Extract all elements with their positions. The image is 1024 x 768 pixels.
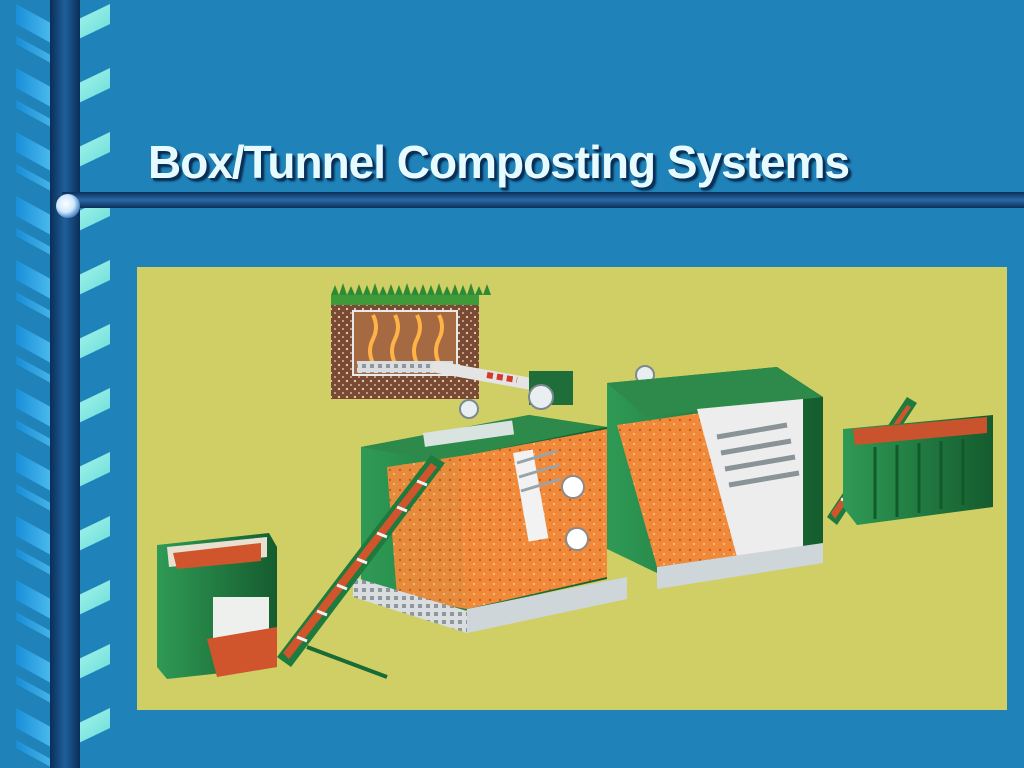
divider-knob — [56, 194, 80, 218]
ribbon-spine-decoration — [0, 0, 112, 768]
composting-system-illustration — [137, 267, 1007, 710]
container-icon — [843, 415, 993, 525]
title-divider — [56, 192, 1024, 218]
composting-tunnel-two — [607, 367, 823, 589]
feed-hopper — [157, 533, 277, 679]
air-duct — [431, 361, 543, 391]
biofilter-icon — [331, 283, 491, 399]
conveyor-icon — [277, 455, 445, 679]
auger-turner-icon — [513, 449, 589, 551]
slide-title: Box/Tunnel Composting Systems — [148, 135, 850, 188]
